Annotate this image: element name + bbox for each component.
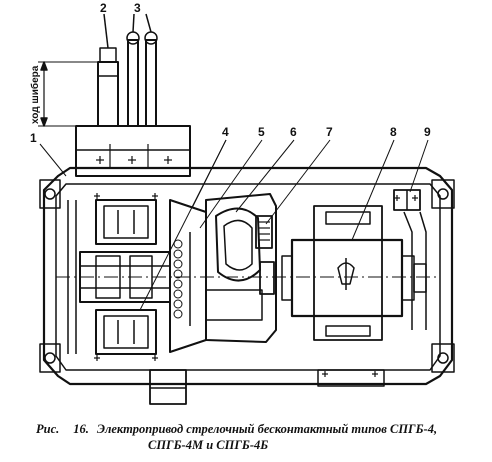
control-rod-left: [127, 39, 139, 127]
caption-prefix: Рис.: [36, 422, 60, 436]
caption-line-2: СПГБ-4М и СПГБ-4Б: [148, 438, 269, 452]
callout-4: 4: [222, 125, 229, 139]
control-rod-right: [145, 39, 157, 127]
right-lug-bottom: [431, 343, 455, 373]
electric-motor: [290, 238, 404, 318]
callout-6: 6: [290, 125, 297, 139]
callout-5: 5: [258, 125, 265, 139]
friction-clutch-frame: [205, 193, 277, 343]
caption-number: 16.: [73, 422, 89, 436]
housing-outline: [42, 166, 454, 386]
callout-1: 1: [30, 131, 37, 145]
left-lug-top: [39, 179, 61, 209]
coupling: [255, 215, 275, 295]
right-lug-top: [431, 179, 455, 209]
motor-mount-plate: [313, 205, 383, 341]
left-lug-bottom: [39, 343, 61, 373]
contact-block-upper: [95, 199, 157, 245]
electric-drive-diagram: 1 2 3 4 5 6 7 8 9 ход шибера: [29, 1, 455, 405]
callout-2: 2: [100, 1, 107, 15]
contact-block-lower: [95, 309, 157, 355]
figure-caption: Рис. 16. Электропривод стрелочный бесконта…: [36, 421, 476, 453]
callout-3: 3: [134, 1, 141, 15]
reduction-gear: [169, 199, 207, 353]
throw-rod: [97, 61, 119, 127]
bottom-bracket: [149, 369, 187, 405]
callout-7: 7: [326, 125, 333, 139]
housing-inner-wall: [55, 183, 441, 371]
caption-line-1: Электропривод стрелочный бесконтактный т…: [96, 422, 438, 436]
callout-9: 9: [424, 125, 431, 139]
terminal-strip: [393, 189, 421, 211]
callout-8: 8: [390, 125, 397, 139]
stroke-label: ход шибера: [29, 65, 41, 124]
